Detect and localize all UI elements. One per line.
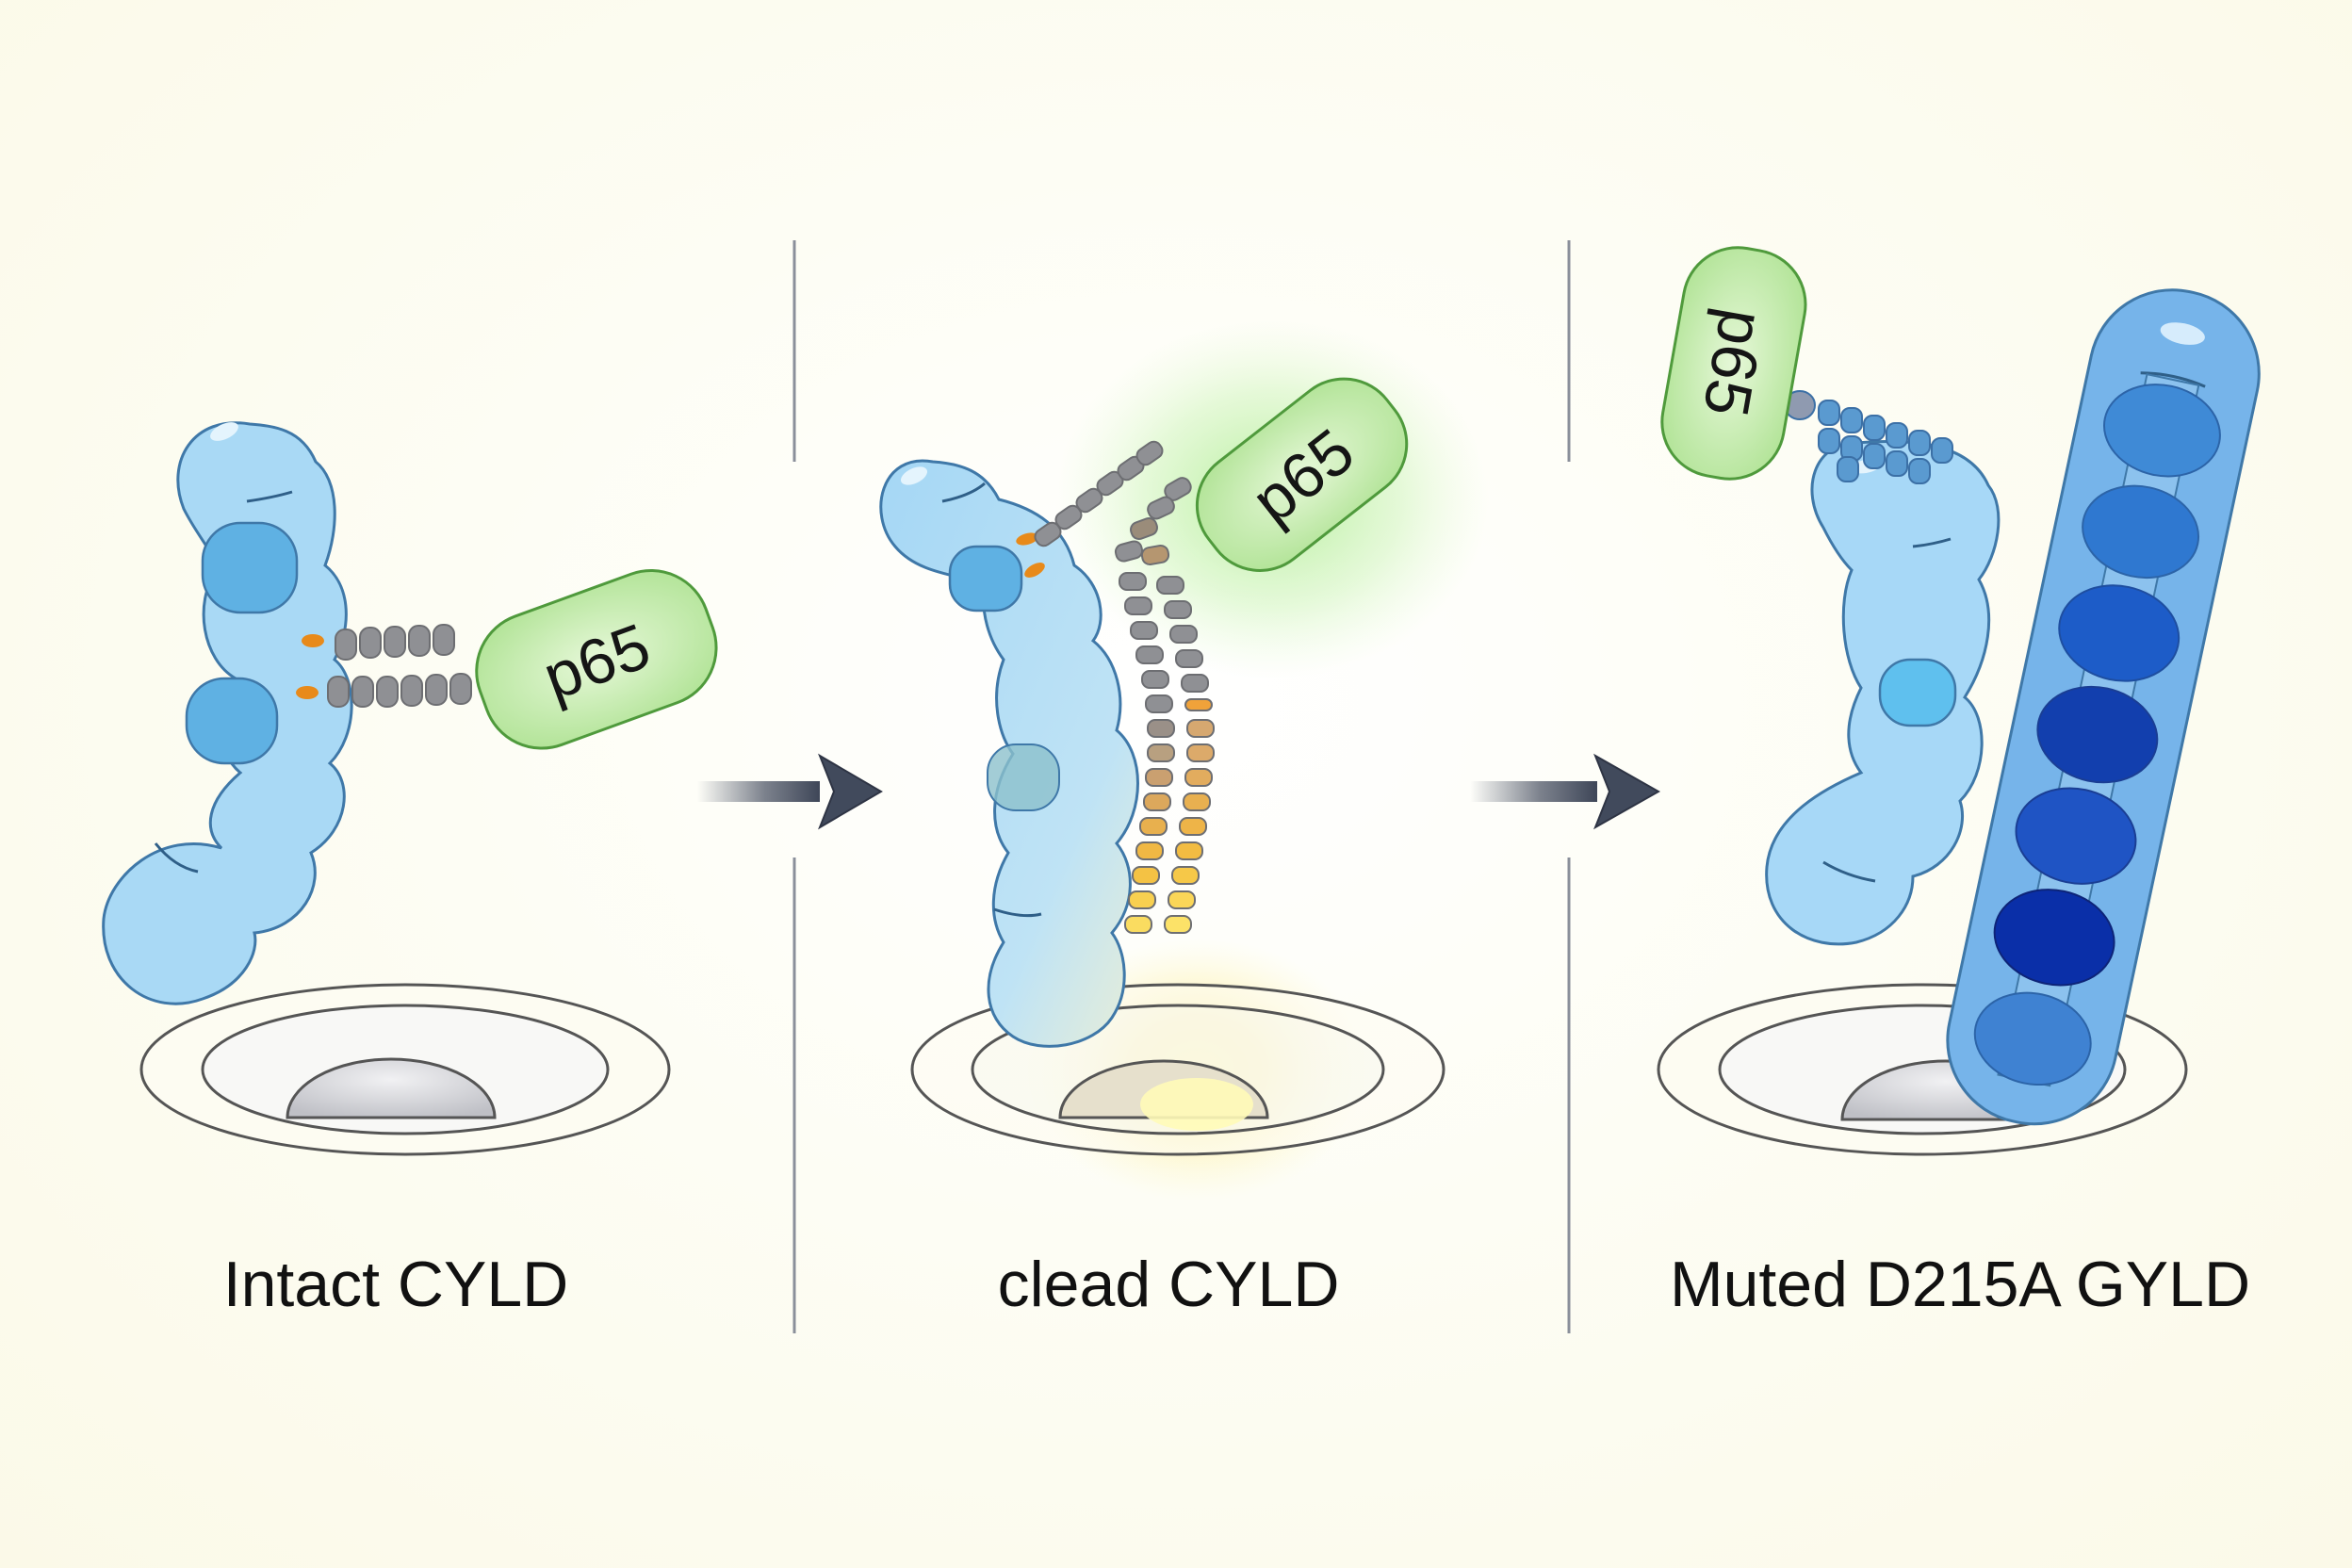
panel-caption-cleaved: clead CYLD [997, 1249, 1340, 1320]
anchor-residue [296, 686, 318, 699]
anchor-residue [1016, 532, 1038, 546]
anchor-residue [1024, 563, 1045, 578]
mutant-segment [2058, 584, 2180, 682]
mutant-segment [2082, 484, 2200, 580]
membrane-well [139, 983, 671, 1156]
mutant-segment [1993, 889, 2115, 987]
linker-chain [1034, 440, 1215, 934]
panel-cleaved: p65 [879, 320, 1489, 1201]
linker-chain [327, 624, 472, 708]
p65-protein: p65 [475, 569, 718, 750]
right-arrow-icon [1470, 753, 1661, 830]
panel-intact: p65 [102, 421, 718, 1156]
cyld-protein [1765, 439, 2001, 946]
p65-protein: p65 [1660, 246, 1807, 481]
mutant-segment [2102, 384, 2221, 478]
cyld-protein [879, 459, 1139, 1048]
mutant-segment [2036, 685, 2159, 784]
p65-protein: p65 [1195, 377, 1409, 572]
panel-caption-mutant: Muted D215A GYLD [1669, 1249, 2251, 1320]
cyld-protein [102, 421, 353, 1005]
mutant-segment [2015, 787, 2137, 885]
panel-mutant: p65 [1657, 246, 2261, 1156]
anchor-residue [302, 634, 324, 647]
mutant-cyld-column [1946, 288, 2261, 1126]
mutant-segment [1973, 991, 2092, 1086]
panel-caption-intact: Intact CYLD [222, 1249, 569, 1320]
right-arrow-icon [697, 753, 883, 830]
linker-chain [1784, 390, 1953, 484]
